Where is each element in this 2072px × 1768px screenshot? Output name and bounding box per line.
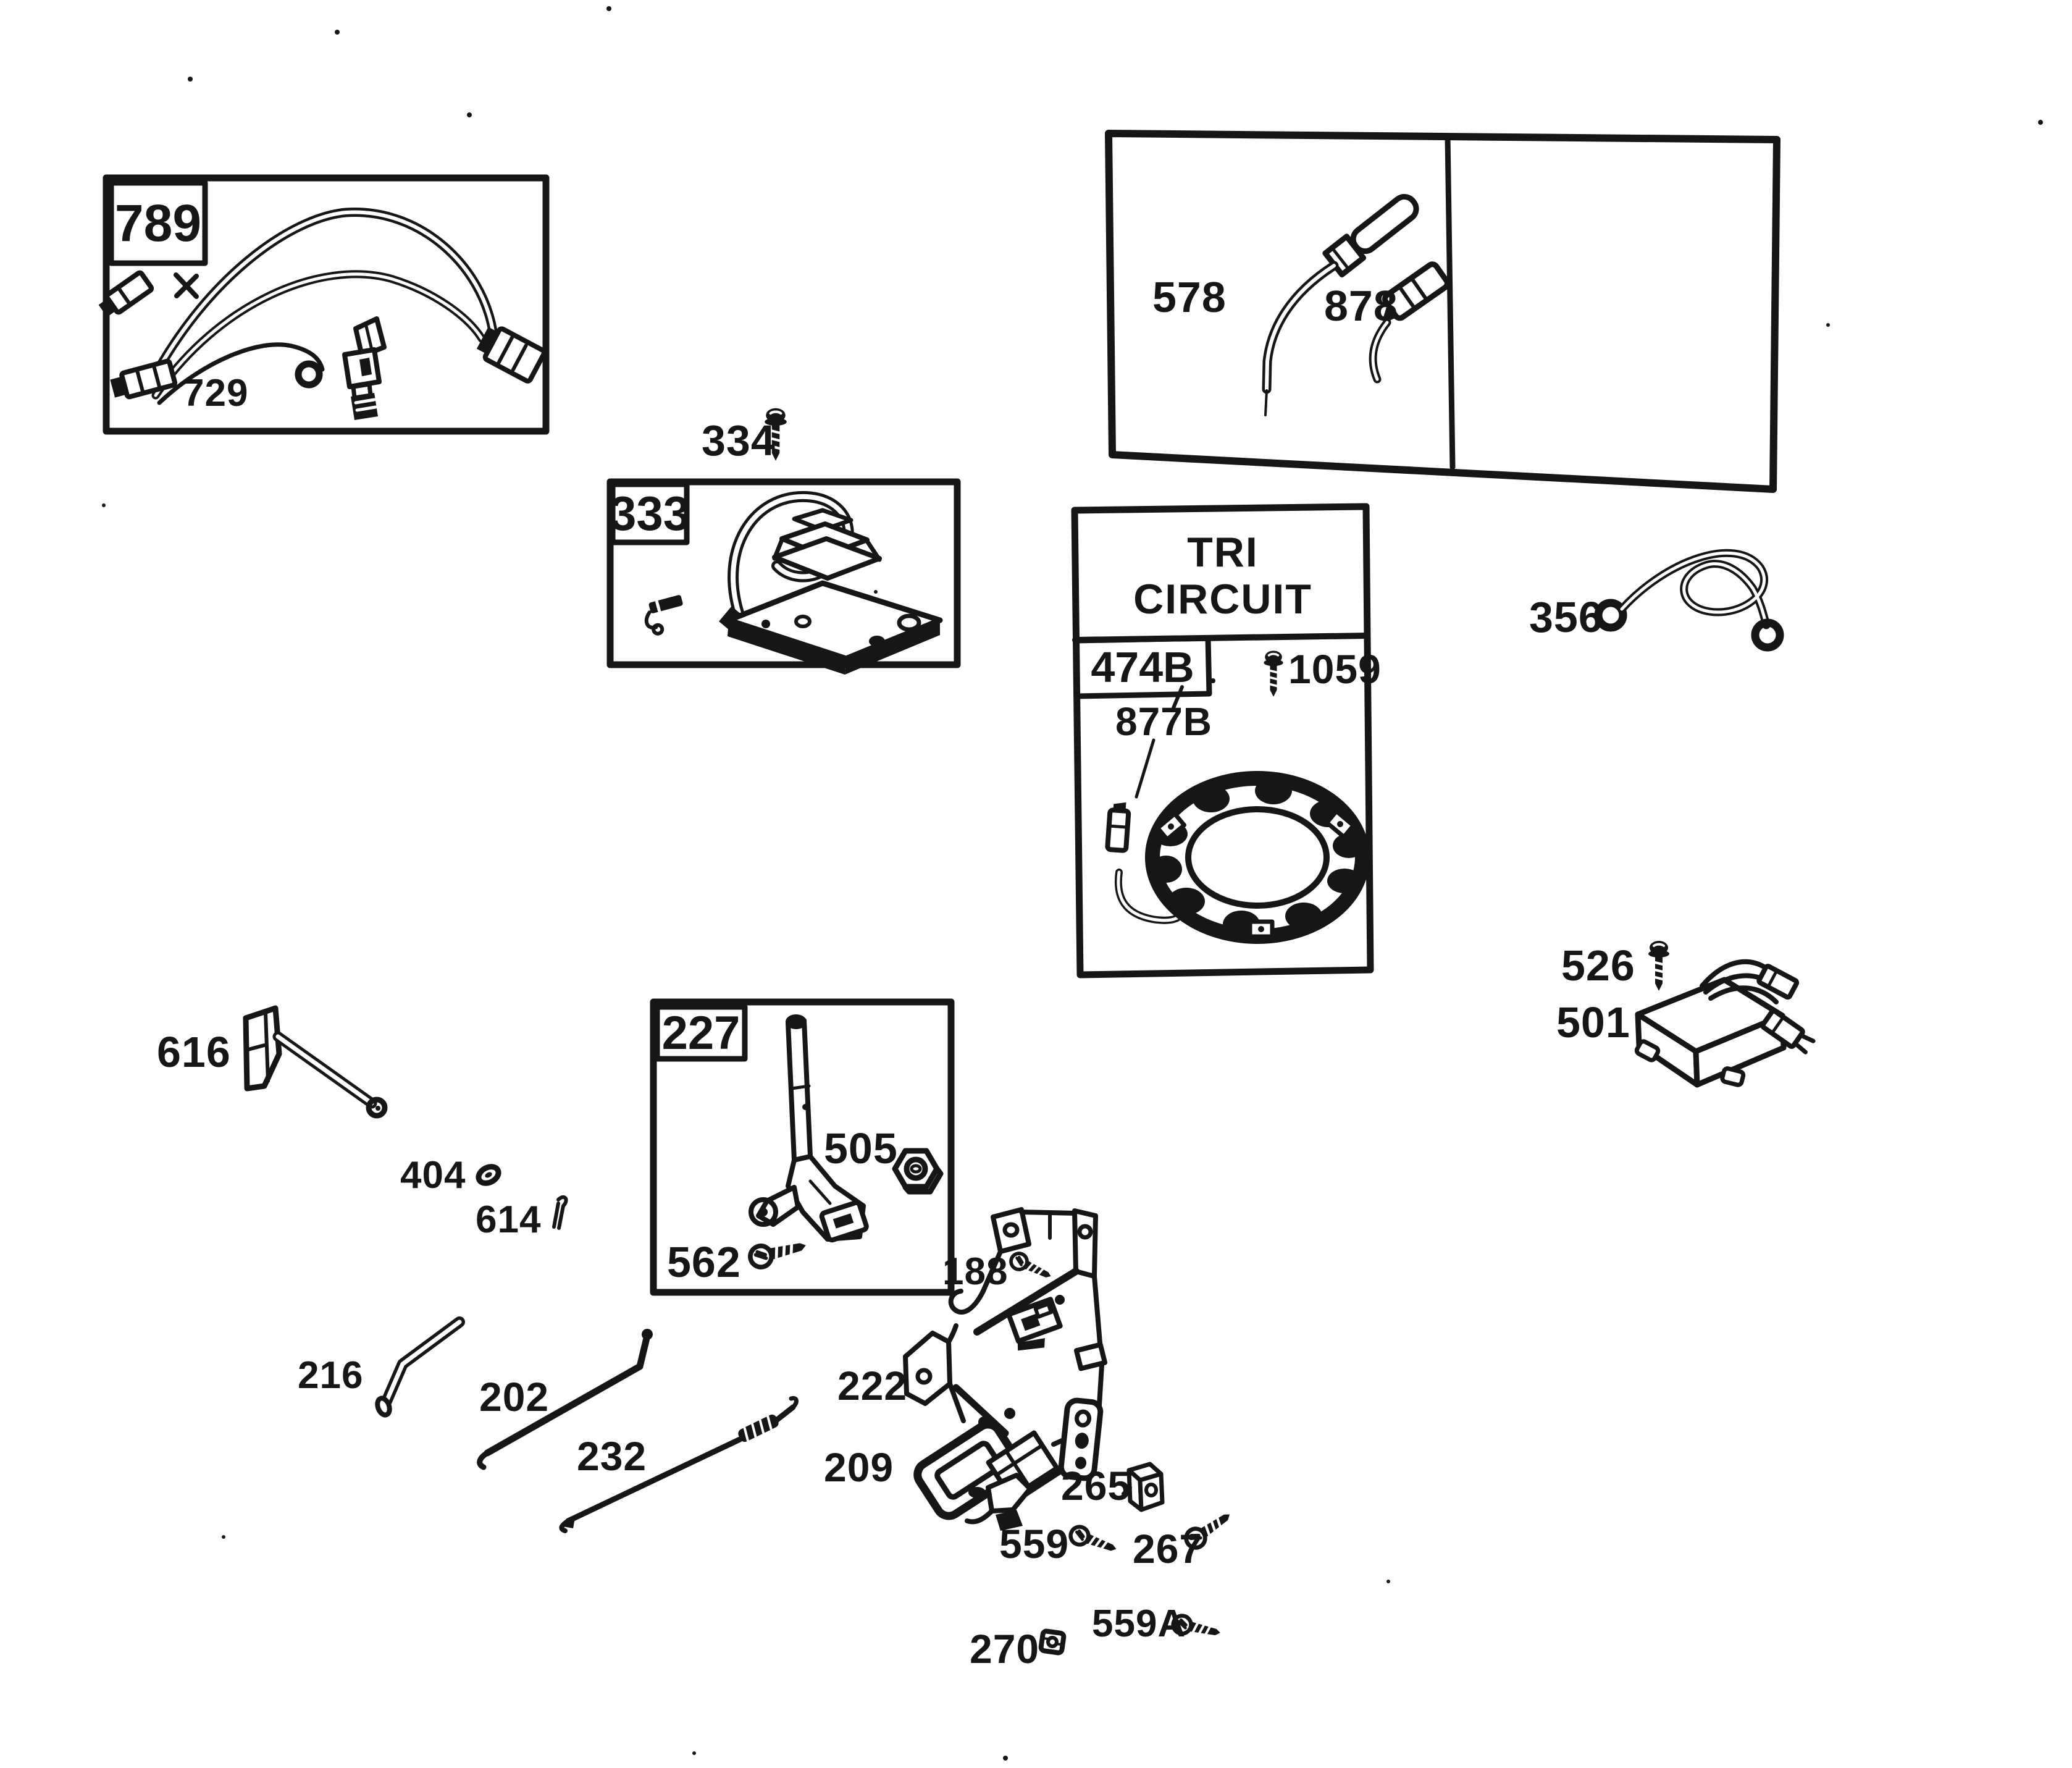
probe-panel-art (1105, 130, 1780, 493)
ignition-panel-art (606, 408, 961, 675)
harness-plug-b (110, 358, 178, 400)
scan-noise (102, 6, 2043, 1761)
tri-circuit-title: TRI CIRCUIT (1081, 529, 1365, 623)
callout-559: 559 (999, 1521, 1070, 1567)
callout-209: 209 (824, 1444, 894, 1490)
callout-334: 334 (702, 416, 776, 465)
panel-label-789: 789 (114, 193, 202, 252)
callout-222: 222 (837, 1363, 908, 1408)
callout-202: 202 (479, 1374, 550, 1420)
callout-270: 270 (970, 1626, 1040, 1672)
callout-559a: 559A (1092, 1602, 1186, 1645)
callout-526: 526 (1561, 941, 1635, 990)
callout-501: 501 (1556, 998, 1630, 1046)
stator-connector-art (1105, 802, 1131, 853)
tri-circuit-title-line1: TRI (1187, 529, 1259, 576)
harness-plug-a (98, 270, 154, 318)
washer-pin-art (476, 1164, 568, 1230)
callout-614: 614 (476, 1198, 542, 1241)
coil-terminal-art (644, 595, 683, 636)
tri-circuit-title-line2: CIRCUIT (1133, 576, 1312, 623)
ground-wire-art (1594, 549, 1784, 652)
governor-panel-art (650, 998, 955, 1296)
alternator-ring-art (1145, 771, 1370, 944)
clip-265-art (1122, 1462, 1165, 1512)
choke-shaft-art (243, 1005, 388, 1119)
harness-plug-c (476, 326, 547, 384)
panel-label-474b: 474B (1091, 643, 1194, 691)
callout-265: 265 (1061, 1463, 1131, 1509)
panel-label-227: 227 (661, 1006, 740, 1059)
callout-505: 505 (824, 1124, 898, 1172)
callout-356: 356 (1529, 593, 1603, 641)
probe-578-art (1322, 194, 1419, 278)
link-rod-216-art (375, 1316, 465, 1418)
regulator-connector-a (1756, 964, 1800, 1000)
screw-188-art (1009, 1251, 1054, 1284)
callout-232: 232 (577, 1433, 647, 1479)
callout-188: 188 (942, 1250, 1009, 1293)
callout-878: 878 (1324, 282, 1398, 330)
control-bracket-art (903, 1207, 1108, 1531)
regulator-connector-b (1760, 1008, 1816, 1054)
bracket-strap-art (1058, 1397, 1104, 1481)
screw-559-art (1068, 1525, 1120, 1558)
nut-270-art (1038, 1628, 1067, 1656)
governor-link-202-art (477, 1329, 653, 1470)
callout-616: 616 (157, 1028, 231, 1076)
throttle-link-232-art (559, 1395, 799, 1533)
callout-562: 562 (667, 1238, 741, 1286)
nut-505-art (892, 1148, 944, 1195)
callout-877b: 877B (1115, 699, 1212, 744)
panel-label-333: 333 (609, 486, 690, 541)
callout-1059: 1059 (1288, 646, 1382, 692)
callout-404: 404 (400, 1154, 466, 1197)
callout-216: 216 (298, 1354, 364, 1397)
tri-circuit-panel-art (1071, 503, 1374, 979)
stop-switch-art (342, 316, 387, 420)
wire-harness-panel-art (98, 174, 550, 435)
callout-729: 729 (183, 372, 249, 415)
terminal-878-art (1382, 261, 1450, 321)
callout-267: 267 (1133, 1526, 1203, 1572)
callout-578: 578 (1152, 273, 1227, 321)
regulator-art (1634, 940, 1816, 1088)
